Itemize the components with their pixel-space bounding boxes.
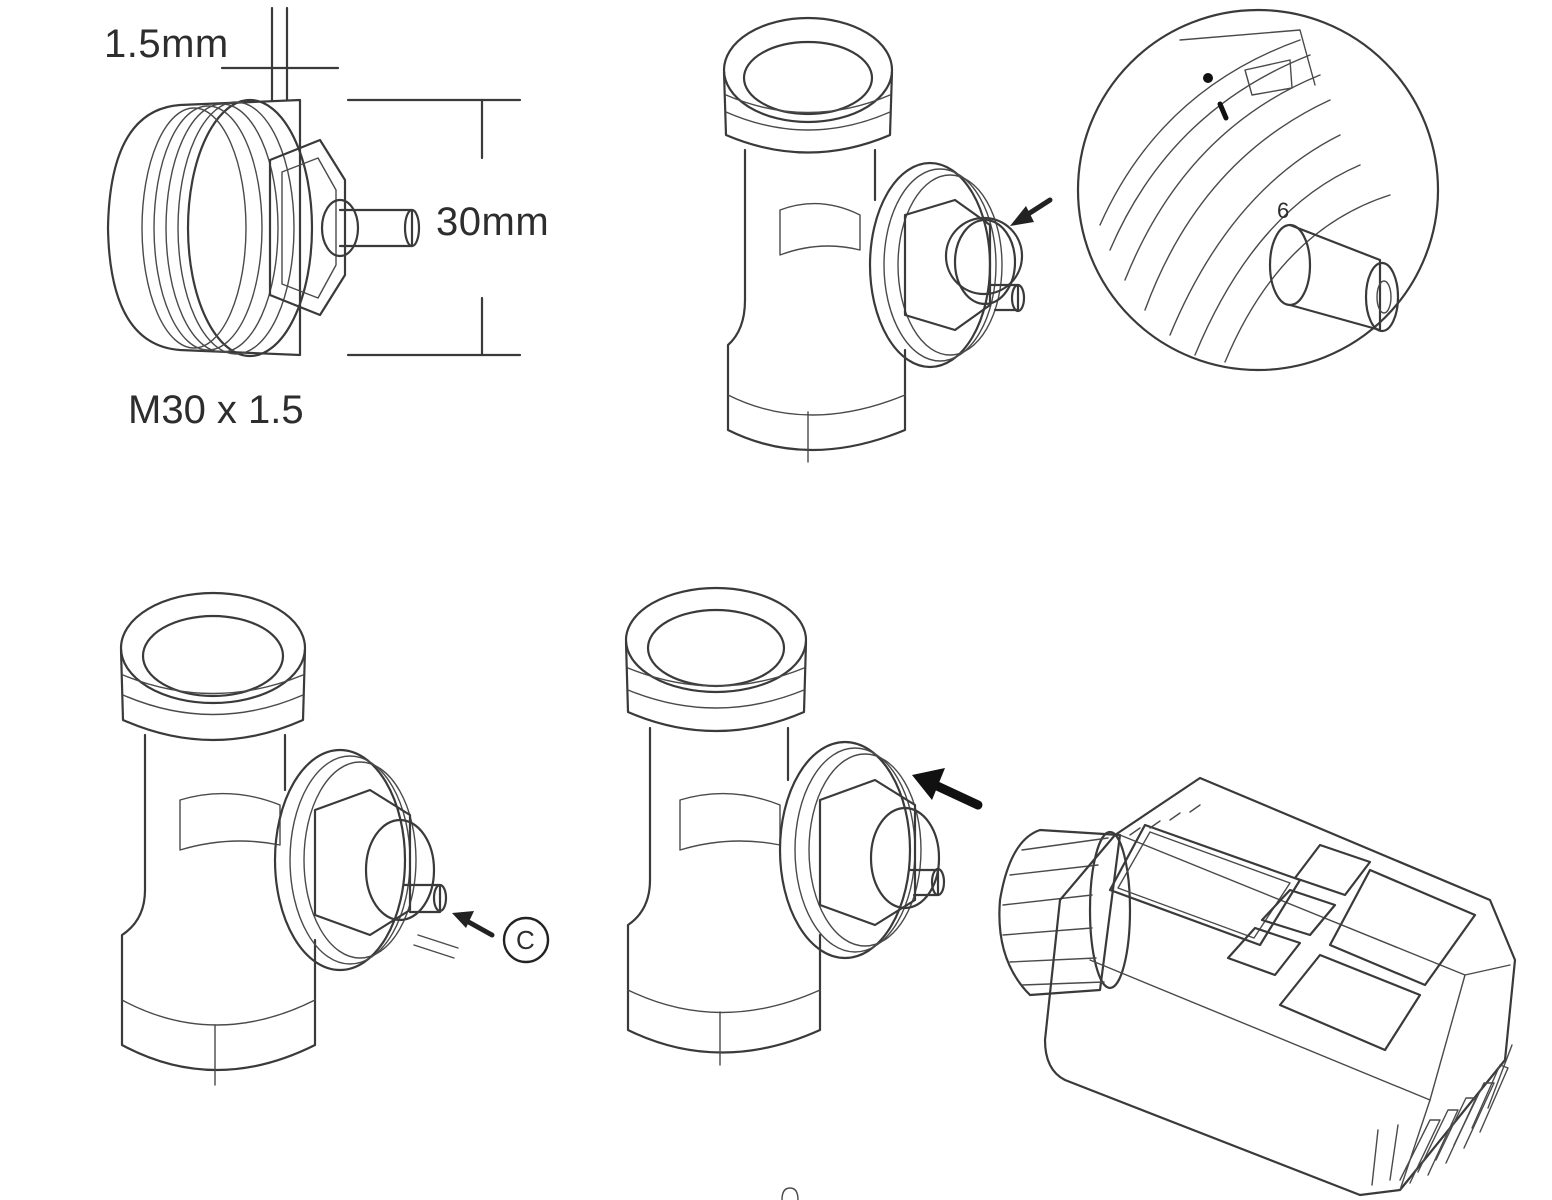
thread-spec-label: M30 x 1.5 (128, 388, 304, 432)
valve-adapter-drawing (106, 6, 522, 358)
mount-arrow-icon (912, 768, 983, 810)
detail-marker-label: 6 (1277, 198, 1290, 223)
zoom-detail-circle (1076, 8, 1440, 372)
step-c-badge (502, 916, 550, 964)
pitch-dimension-label: 1.5mm (104, 22, 229, 66)
valve-drawing-top (722, 16, 1026, 463)
step-c-label: C (516, 925, 535, 955)
detail-arrow-icon (1010, 197, 1053, 226)
valve-drawing-bottom-left (119, 591, 459, 1086)
valve-drawing-bottom-center (624, 586, 946, 1066)
push-arrow-icon (452, 911, 495, 938)
page-number-fragment (781, 1187, 799, 1200)
diameter-dimension-label: 30mm (436, 200, 550, 244)
thermostat-drawing (998, 776, 1517, 1197)
